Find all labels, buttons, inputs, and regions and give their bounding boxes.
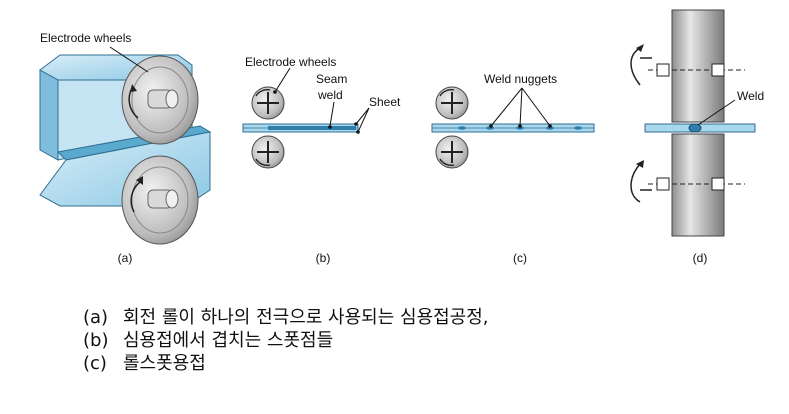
wheel-b-top (251, 86, 285, 120)
panel-d-tag: (d) (693, 251, 708, 265)
panel-d: Weld (d) (630, 9, 764, 265)
caption-text: 회전 롤이 하나의 전극으로 사용되는 심용접공정, (123, 307, 489, 328)
label-seam-line1: Seam (316, 72, 347, 86)
wheel-c-bottom (435, 135, 469, 169)
label-sheet: Sheet (369, 95, 401, 109)
caption-marker: (a) (83, 307, 109, 328)
panel-b-tag: (b) (316, 251, 331, 265)
caption-item: (b) 심용접에서 겹치는 스폿점들 (83, 329, 489, 352)
caption-marker: (c) (83, 353, 107, 374)
label-electrode-wheels-b: Electrode wheels (245, 55, 336, 69)
wheel-c-top (435, 86, 469, 120)
caption-item: (a) 회전 롤이 하나의 전극으로 사용되는 심용접공정, (83, 306, 489, 329)
caption-item: (c) 롤스폿용접 (83, 352, 489, 375)
label-weld: Weld (737, 89, 764, 103)
welding-diagram: Electrode wheels (a) Electrode wheel (39, 9, 764, 265)
wheel-b-bottom (251, 135, 285, 169)
panel-c-tag: (c) (513, 251, 527, 265)
caption-text: 롤스폿용접 (123, 353, 206, 374)
label-weld-nuggets: Weld nuggets (484, 72, 557, 86)
label-electrode-wheels-a: Electrode wheels (40, 31, 131, 45)
panel-b: Electrode wheels Seam weld Sheet (b) (242, 55, 401, 265)
panel-c: Weld nuggets (c) (431, 72, 595, 265)
caption-text: 심용접에서 겹치는 스폿점들 (123, 330, 334, 351)
label-seam-line2: weld (317, 88, 343, 102)
panel-a: Electrode wheels (a) (39, 31, 212, 265)
caption-marker: (b) (83, 330, 109, 351)
panel-a-tag: (a) (118, 251, 133, 265)
caption-list: (a) 회전 롤이 하나의 전극으로 사용되는 심용접공정, (b) 심용접에서 겹… (83, 306, 489, 375)
